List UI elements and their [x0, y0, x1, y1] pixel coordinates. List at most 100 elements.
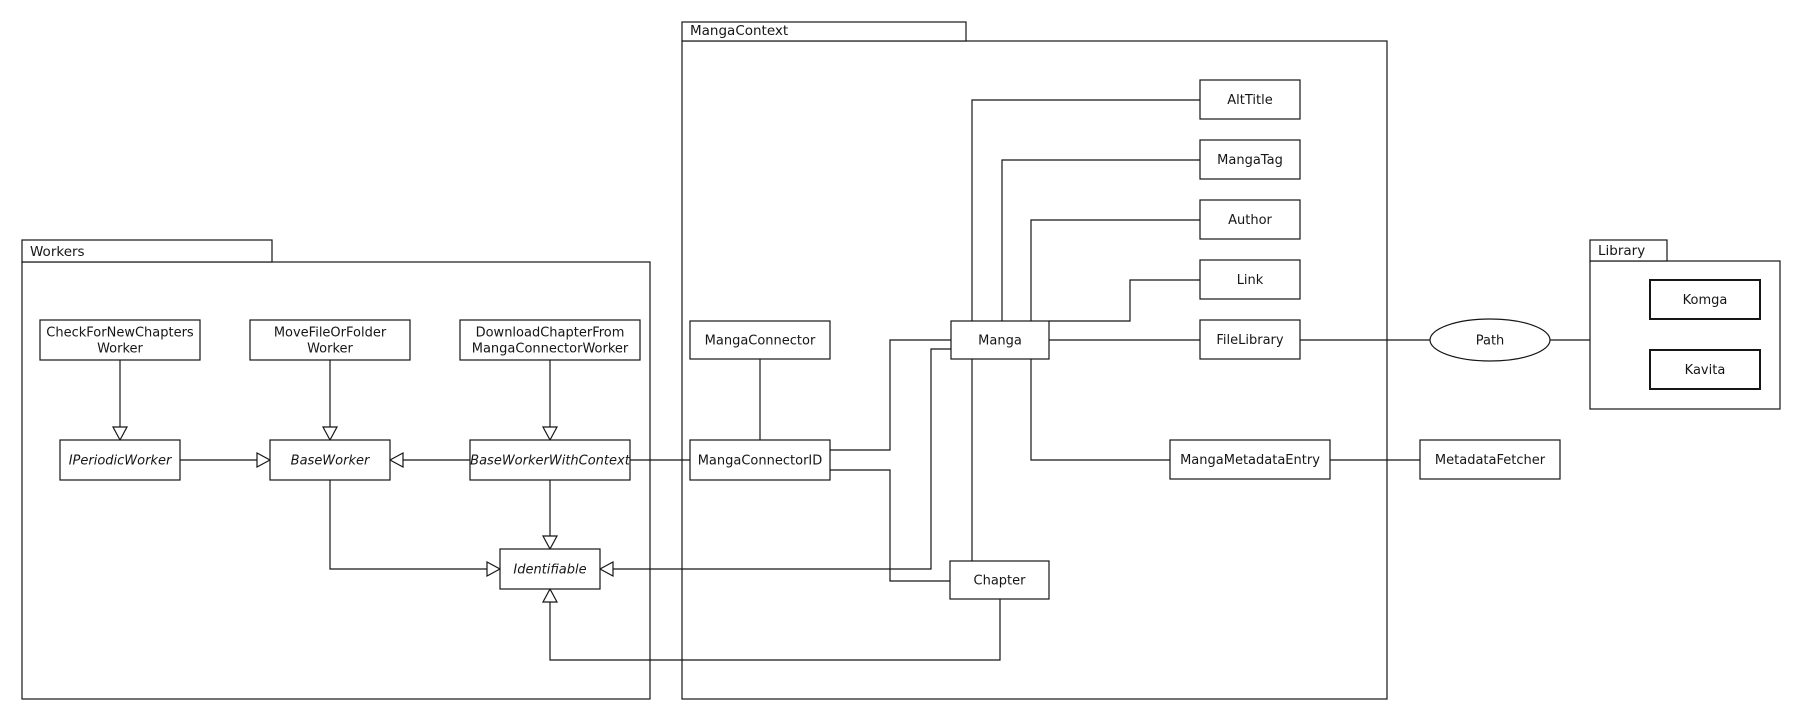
edge-manga-alttitle — [971, 99, 1200, 321]
class-box-i-periodic-worker-label: IPeriodicWorker — [69, 454, 173, 469]
class-box-manga-tag: MangaTag — [1199, 139, 1301, 180]
edge-baseworker-to-identifiable-hollow-triangle-arrowhead — [486, 560, 502, 578]
class-box-metadata-fetcher: MetadataFetcher — [1419, 439, 1561, 480]
class-box-move-file-or-folder-worker-label: MoveFileOrFolder — [274, 326, 387, 341]
edge-mangaconnectorid-chapter — [830, 469, 950, 582]
class-box-link-label: Link — [1237, 273, 1264, 288]
class-box-base-worker-with-context-rect — [469, 439, 631, 481]
package-manga-context: MangaContext — [681, 21, 1388, 700]
edge-checkfornewchaptersworker-to-iperiodicworker-hollow-triangle-arrowhead — [111, 426, 129, 442]
class-box-metadata-fetcher-rect — [1419, 439, 1561, 480]
class-box-kavita-rect — [1649, 349, 1761, 390]
class-box-manga-connector: MangaConnector — [689, 320, 831, 360]
class-box-file-library-rect — [1199, 319, 1301, 360]
class-box-move-file-or-folder-worker-rect — [249, 319, 411, 361]
edge-chapter-to-identifiable-line — [549, 599, 1001, 661]
class-box-link-rect — [1199, 259, 1301, 300]
class-box-manga-tag-label: MangaTag — [1217, 153, 1283, 168]
class-box-chapter-rect — [949, 560, 1050, 600]
class-box-manga-rect — [950, 320, 1050, 360]
package-manga-context-label: MangaContext — [690, 23, 788, 39]
class-box-download-chapter-from-manga-connector-worker-label: MangaConnectorWorker — [472, 342, 629, 357]
class-box-chapter-label: Chapter — [974, 574, 1027, 589]
class-box-check-for-new-chapters-worker-label: Worker — [97, 342, 143, 357]
edge-manga-link — [1049, 279, 1200, 322]
class-box-kavita: Kavita — [1649, 349, 1761, 390]
class-box-base-worker-with-context-label: BaseWorkerWithContext — [470, 454, 631, 469]
class-box-manga-label: Manga — [978, 334, 1022, 349]
edge-baseworker-to-identifiable-line — [329, 480, 487, 570]
class-box-author-rect — [1199, 199, 1301, 240]
package-workers-tab — [21, 239, 273, 263]
ellipse-node-path-label: Path — [1476, 334, 1505, 349]
class-box-manga-connector-id-label: MangaConnectorID — [698, 454, 823, 469]
class-box-base-worker-rect — [269, 439, 391, 481]
edge-manga-link-line — [1049, 279, 1200, 322]
class-box-check-for-new-chapters-worker-rect — [39, 319, 201, 361]
package-library-body — [1589, 260, 1781, 410]
class-box-manga-connector-id: MangaConnectorID — [689, 439, 831, 481]
class-box-kavita-label: Kavita — [1685, 363, 1726, 378]
class-box-komga-label: Komga — [1683, 293, 1728, 308]
edge-manga-alttitle-line — [971, 99, 1200, 321]
package-library-label: Library — [1598, 243, 1645, 259]
edge-downloadchapterworker-to-baseworkerwithcontext — [541, 360, 559, 442]
edge-manga-author — [1030, 219, 1200, 321]
edge-chapter-to-identifiable — [541, 587, 1001, 661]
class-box-base-worker: BaseWorker — [269, 439, 391, 481]
class-box-author-label: Author — [1228, 213, 1272, 228]
package-library-tab — [1589, 239, 1668, 262]
class-box-base-worker-with-context: BaseWorkerWithContext — [469, 439, 631, 481]
edge-movefileorfolderworker-to-baseworker — [321, 360, 339, 442]
class-box-file-library: FileLibrary — [1199, 319, 1301, 360]
ellipse-node-path: Path — [1429, 318, 1551, 362]
class-box-identifiable-rect — [499, 548, 601, 590]
edge-mangaconnectorid-chapter-line — [830, 469, 950, 582]
class-box-download-chapter-from-manga-connector-worker-rect — [459, 319, 641, 361]
edge-baseworker-to-identifiable — [329, 480, 502, 578]
edge-manga-mangametadataentry — [1030, 359, 1170, 461]
class-box-alt-title-label: AltTitle — [1227, 93, 1272, 108]
edge-manga-mangametadataentry-line — [1030, 359, 1170, 461]
class-box-identifiable: Identifiable — [499, 548, 601, 590]
ellipse-node-path-shape — [1429, 318, 1551, 362]
class-box-i-periodic-worker-rect — [59, 439, 181, 481]
class-box-manga-metadata-entry-rect — [1169, 439, 1331, 480]
edge-manga-mangatag — [1001, 159, 1200, 321]
class-box-manga-connector-rect — [689, 320, 831, 360]
edge-manga-mangatag-line — [1001, 159, 1200, 321]
class-box-manga-metadata-entry-label: MangaMetadataEntry — [1180, 453, 1320, 468]
package-workers-label: Workers — [30, 244, 85, 260]
class-box-move-file-or-folder-worker-label: Worker — [307, 342, 353, 357]
edge-manga-to-identifiable-hollow-triangle-arrowhead — [598, 560, 614, 578]
class-box-manga-tag-rect — [1199, 139, 1301, 180]
edge-movefileorfolderworker-to-baseworker-hollow-triangle-arrowhead — [321, 426, 339, 442]
edge-baseworkerwithcontext-to-baseworker — [388, 451, 470, 469]
edge-baseworkerwithcontext-to-identifiable-hollow-triangle-arrowhead — [541, 535, 559, 551]
class-box-link: Link — [1199, 259, 1301, 300]
edge-baseworkerwithcontext-to-identifiable — [541, 480, 559, 551]
edge-mangaconnectorid-manga — [830, 339, 951, 451]
edge-chapter-to-identifiable-hollow-triangle-arrowhead — [541, 587, 559, 603]
class-box-base-worker-label: BaseWorker — [291, 454, 371, 469]
class-box-file-library-label: FileLibrary — [1216, 333, 1284, 348]
class-box-author: Author — [1199, 199, 1301, 240]
class-box-chapter: Chapter — [949, 560, 1050, 600]
edge-manga-to-identifiable-line — [613, 348, 951, 570]
class-box-komga-rect — [1649, 279, 1761, 320]
package-library: Library — [1589, 239, 1781, 410]
class-box-download-chapter-from-manga-connector-worker-label: DownloadChapterFrom — [476, 326, 625, 341]
edge-manga-to-identifiable — [598, 348, 951, 578]
edge-iperiodicworker-to-baseworker — [180, 451, 272, 469]
edge-baseworkerwithcontext-to-baseworker-hollow-triangle-arrowhead — [388, 451, 404, 469]
class-box-manga-connector-id-rect — [689, 439, 831, 481]
edge-iperiodicworker-to-baseworker-hollow-triangle-arrowhead — [256, 451, 272, 469]
class-box-alt-title-rect — [1199, 79, 1301, 120]
package-workers-body — [21, 261, 651, 700]
class-box-komga: Komga — [1649, 279, 1761, 320]
package-manga-context-tab — [681, 21, 967, 42]
edge-checkfornewchaptersworker-to-iperiodicworker — [111, 360, 129, 442]
